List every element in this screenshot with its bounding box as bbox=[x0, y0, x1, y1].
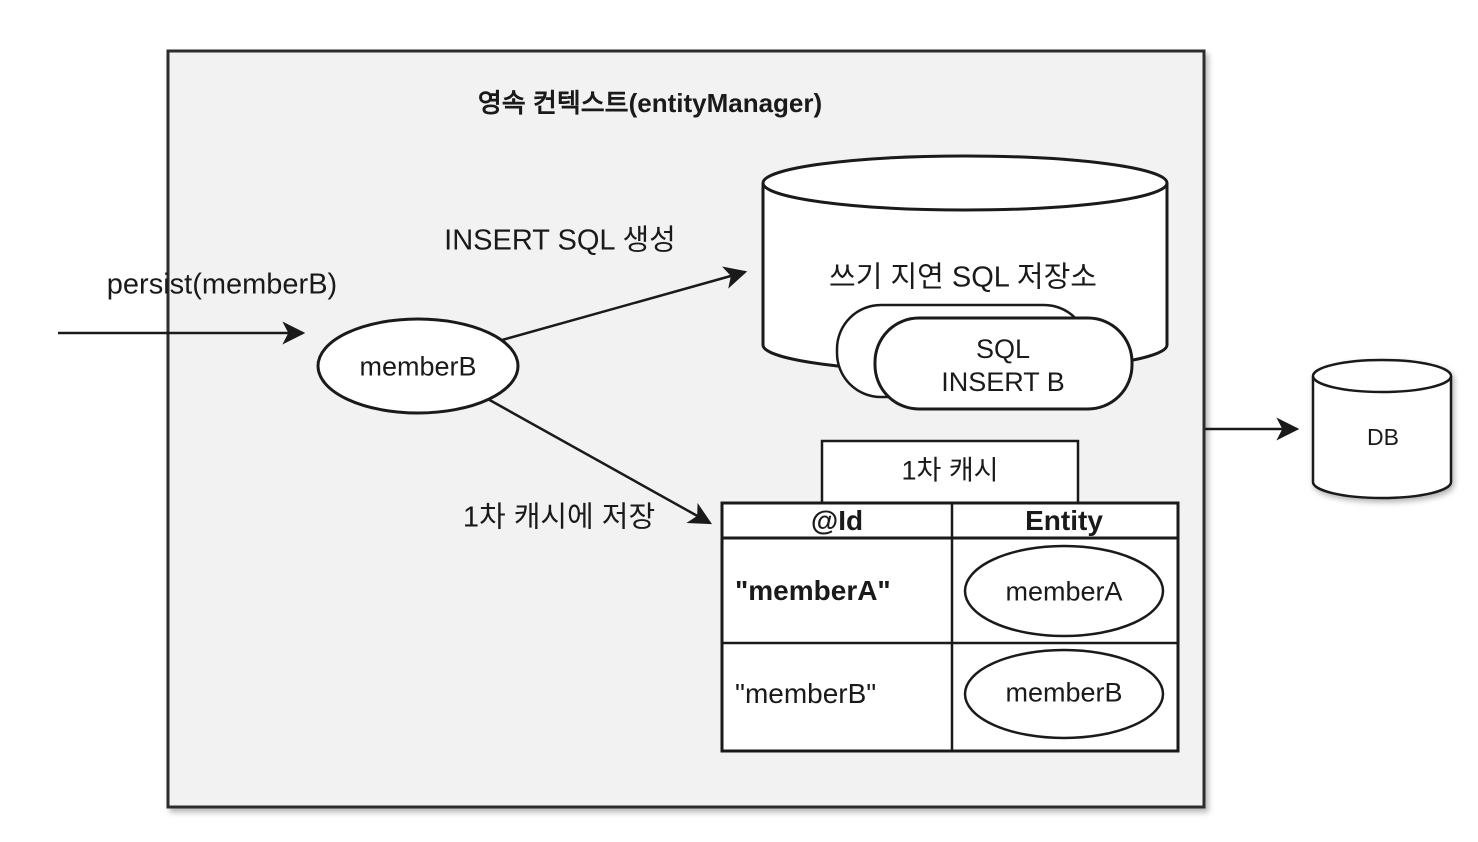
db-label: DB bbox=[1367, 423, 1399, 450]
cache-table-header-id: @Id bbox=[810, 504, 864, 536]
cache-save-arrow bbox=[485, 396, 713, 525]
memberB-ellipse bbox=[316, 317, 520, 415]
sql-store-cylinder-top bbox=[761, 154, 1169, 212]
db-cylinder bbox=[1311, 376, 1453, 500]
cache-title: 1차 캐시 bbox=[901, 455, 999, 486]
cache-row2-entity-label: memberB bbox=[1005, 677, 1123, 708]
cache-row1-entity-label: memberA bbox=[1005, 576, 1123, 607]
memberA-entity-ellipse bbox=[963, 544, 1165, 638]
sql-store-title: 쓰기 지연 SQL 저장소 bbox=[829, 261, 1097, 294]
cache-row1-id: "memberA" bbox=[735, 574, 891, 606]
db-cylinder-top bbox=[1311, 358, 1453, 394]
insert-sql-label: INSERT SQL 생성 bbox=[444, 224, 676, 257]
cache-save-label: 1차 캐시에 저장 bbox=[462, 501, 656, 534]
memberB-ellipse-label: memberB bbox=[359, 351, 477, 382]
sql-card-label: SQL INSERT B bbox=[941, 333, 1065, 399]
insert-sql-arrow bbox=[501, 266, 748, 342]
sql-card-line1: SQL bbox=[975, 334, 1031, 364]
memberB-entity-ellipse bbox=[963, 648, 1165, 740]
cache-row2-id: "memberB" bbox=[735, 677, 877, 709]
cache-table-header-entity: Entity bbox=[1025, 504, 1103, 536]
persist-call-label: persist(memberB) bbox=[106, 268, 338, 301]
sql-card-line2: INSERT B bbox=[941, 367, 1065, 397]
sql-card-front bbox=[873, 316, 1134, 411]
persistence-context-title: 영속 컨텍스트(entityManager) bbox=[477, 88, 823, 119]
